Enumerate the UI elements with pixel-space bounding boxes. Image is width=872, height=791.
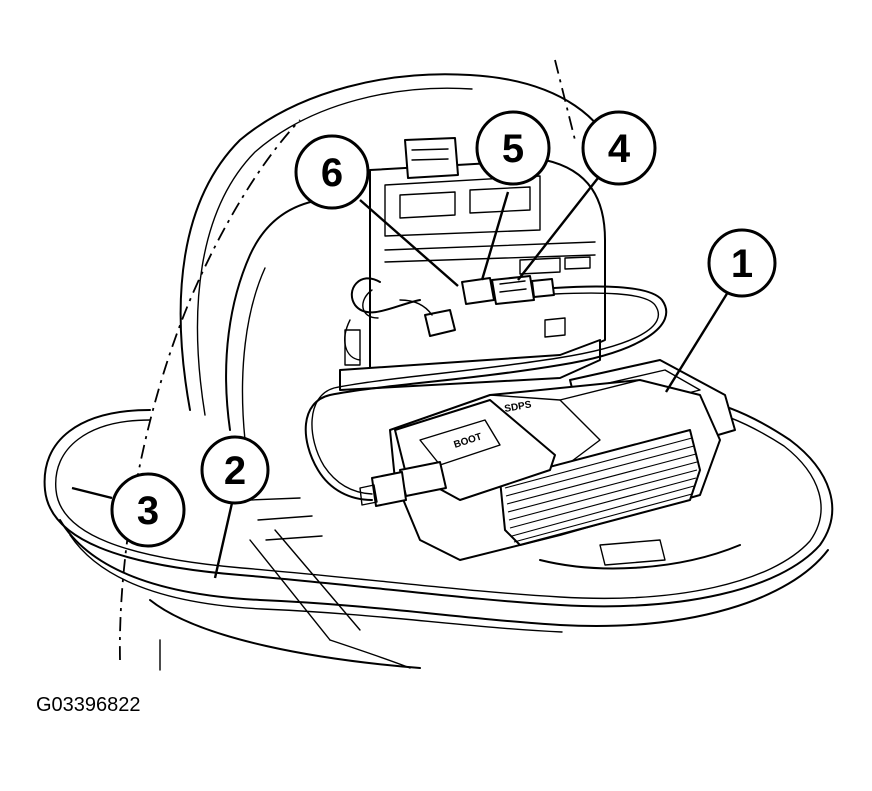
leader-line-3 [71,486,113,500]
leader-lines [71,177,730,579]
callout-2-number: 2 [224,449,246,493]
callout-2: 2 [200,435,270,505]
callout-4-number: 4 [608,127,631,171]
connection-cable [304,285,668,501]
leader-line-4 [517,177,599,281]
leader-line-1 [664,291,730,393]
callout-5: 5 [475,110,551,186]
callout-3-number: 3 [137,489,159,533]
callout-6-number: 6 [321,151,343,195]
diagnostic-device: BOOT SDPS [359,359,736,561]
vehicle-body-panels [118,59,741,671]
leader-line-5 [480,191,510,281]
main-cable-loop [43,399,834,633]
device-top-label: SDPS [504,399,533,415]
wiring-harness [344,277,456,361]
leader-line-2 [213,502,234,579]
callout-6: 6 [294,134,370,210]
callout-1: 1 [707,228,777,298]
center-console [339,137,606,391]
callout-1-number: 1 [731,242,753,286]
figure-id: G03396822 [36,694,141,716]
callout-5-number: 5 [502,127,524,171]
leader-line-6 [359,199,459,287]
diagnostic-connector [461,275,555,305]
callout-3: 3 [110,472,186,548]
callout-4: 4 [581,110,657,186]
